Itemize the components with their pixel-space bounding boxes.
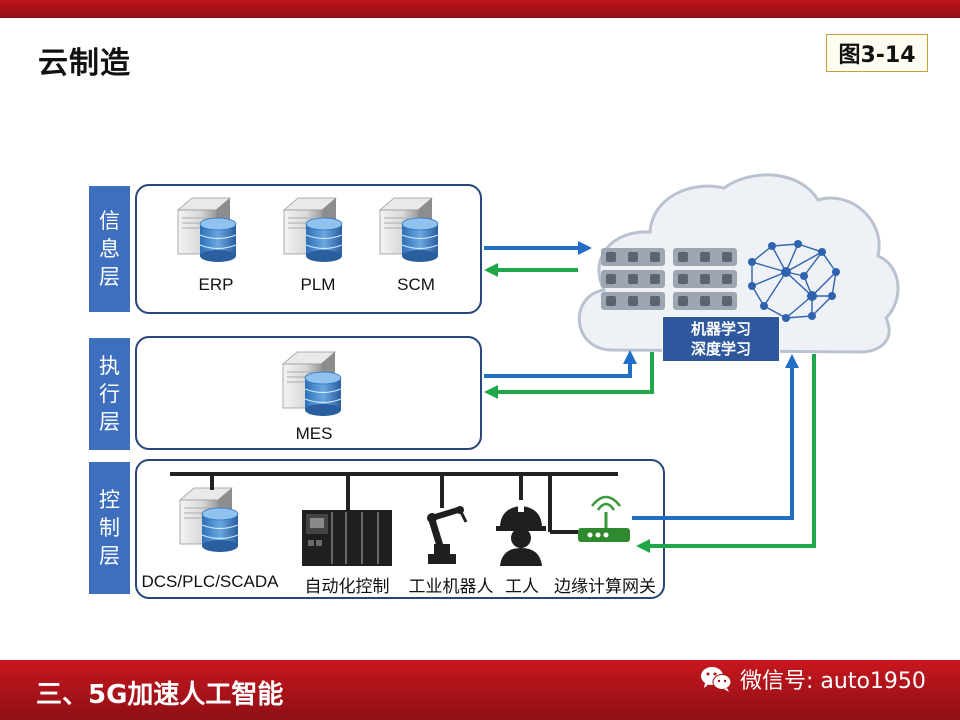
layer-tab-char: 层 [99,410,120,434]
wechat-id-text: 微信号: auto1950 [740,669,926,694]
cloud-label-line2: 深度学习 [690,340,751,358]
server-database-icon [282,351,342,417]
item-label-mes: MES [295,424,333,443]
router-icon [578,495,630,542]
layer-tab-char: 行 [99,382,120,406]
layer-tab-char: 执 [99,354,120,378]
layer-tab-execution: 执 行 层 [89,338,130,450]
arrow-info-to-cloud [484,241,592,255]
bottom-banner [0,660,960,720]
layer-tab-char: 息 [99,237,120,261]
server-database-icon [283,197,343,263]
layer-tab-char: 层 [99,544,120,568]
footer-title: 三、5G加速人工智能 [36,680,284,710]
figure-label: 图3-14 [826,34,928,72]
item-label-worker: 工人 [505,577,539,596]
robot-arm-icon [427,506,468,564]
arrow-cloud-to-exec [484,352,654,399]
layer-tab-information: 信 息 层 [89,186,130,312]
plc-cabinet-icon [302,510,392,566]
item-label-edge-gateway: 边缘计算网关 [554,577,656,596]
server-database-icon [179,487,239,553]
item-label-erp: ERP [198,275,234,294]
wechat-watermark: 微信号: auto1950 [700,664,926,694]
item-label-industrial-robot: 工业机器人 [408,577,494,596]
layer-tab-char: 层 [99,265,120,289]
cloud-ai-label: 机器学习 深度学习 [662,316,780,362]
item-label-dcs-plc-scada: DCS/PLC/SCADA [141,572,279,591]
item-label-plm: PLM [300,275,336,294]
wechat-icon [701,667,732,692]
arrow-cloud-to-info [484,263,578,277]
item-label-automation-control: 自动化控制 [304,577,390,596]
worker-icon [496,504,546,566]
server-rack-icon [601,248,737,310]
layer-tab-char: 制 [99,516,120,540]
item-label-scm: SCM [397,275,435,294]
arrow-cloud-to-gateway [636,354,816,553]
cloud-label-line1: 机器学习 [690,320,751,338]
server-database-icon [177,197,237,263]
slide-title: 云制造 [38,46,131,81]
arrow-exec-to-cloud [484,350,637,378]
neural-network-icon [748,240,840,322]
server-database-icon [379,197,439,263]
top-banner [0,0,960,18]
layer-tab-char: 信 [99,209,120,233]
layer-tab-control: 控 制 层 [89,462,130,594]
arrow-gateway-to-cloud [632,354,799,520]
control-bus [170,472,618,534]
layer-tab-char: 控 [99,488,120,512]
